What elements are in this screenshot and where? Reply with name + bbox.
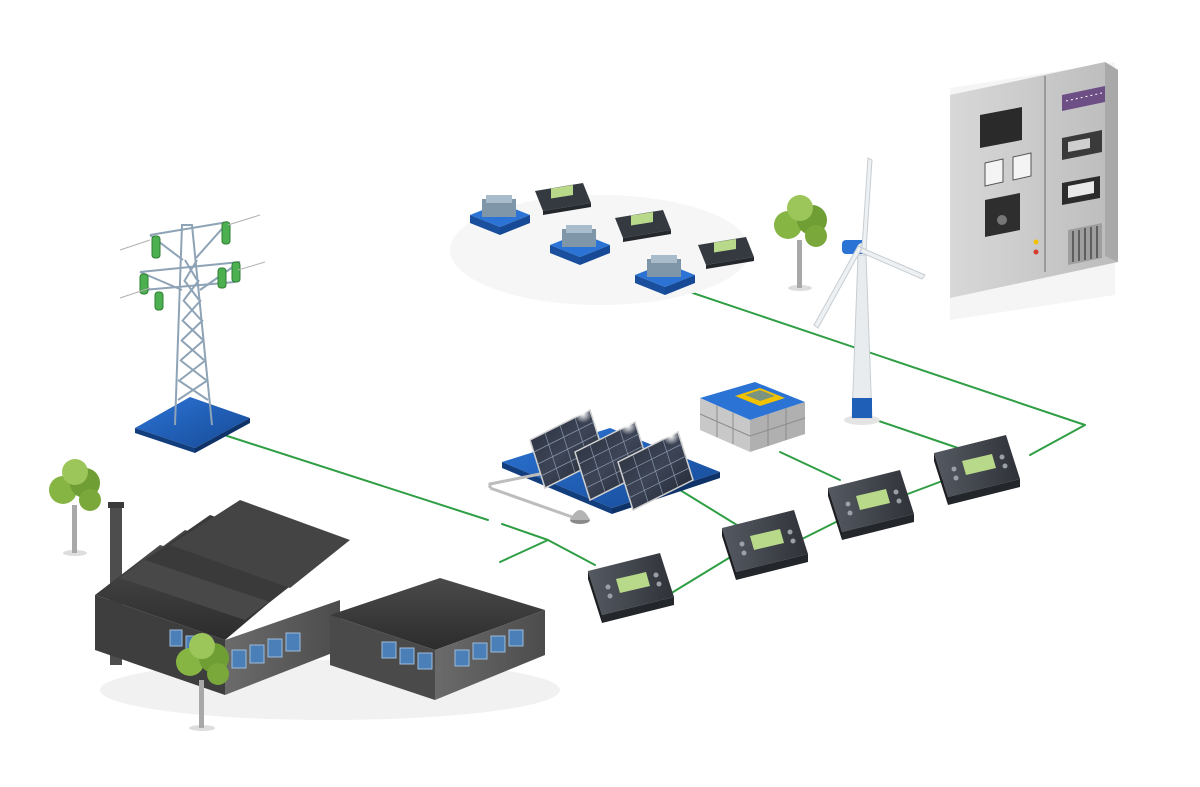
wire-controller-chain-1 [659, 549, 743, 601]
wire-factory-to-junction [499, 539, 549, 563]
wire-controller-chain-3 [904, 479, 946, 496]
lcd-screen [616, 572, 650, 593]
tree-icon [49, 459, 101, 556]
controller-icon [1062, 130, 1102, 160]
tower-platform [135, 397, 250, 448]
sensor-dome-icon [570, 510, 590, 524]
controller-icon [985, 193, 1020, 237]
wire-wind-to-controller [869, 417, 959, 449]
vent-grille-icon [1068, 223, 1102, 265]
controller-icon [828, 470, 914, 540]
controller-icon [588, 553, 674, 623]
gauge-icon [984, 152, 1032, 187]
wire-solar-to-controller [679, 489, 746, 531]
turbine-tower [851, 254, 873, 419]
generator-group [450, 183, 754, 305]
turbine-blade [861, 157, 873, 251]
factory-icon [95, 500, 560, 720]
wire-controller-chain-2 [799, 519, 841, 541]
controller-icon [722, 510, 808, 580]
wire-tower-to-junction [214, 431, 489, 521]
controller-icon [535, 183, 591, 215]
display-screen-icon [980, 107, 1022, 148]
generator-icon [635, 255, 695, 295]
tree-icon [774, 195, 827, 291]
wire-gensets-to-controller [671, 285, 1086, 456]
turbine-blade [813, 245, 863, 329]
lcd-screen [856, 489, 890, 510]
battery-icon [699, 382, 806, 452]
turbine-blade [859, 247, 926, 280]
wire-battery-to-controller [779, 451, 841, 481]
control-cabinet-icon [950, 62, 1118, 320]
controller-modules [588, 435, 1020, 623]
controller-icon [698, 237, 754, 269]
indicator-lights [1033, 239, 1039, 255]
transmission-tower-icon [119, 214, 266, 453]
lcd-screen [750, 529, 784, 550]
wire-junction-to-controller-1 [501, 523, 596, 566]
bus-bar-icon [1062, 86, 1105, 111]
tree-icon [176, 633, 229, 731]
solar-panel [617, 427, 694, 512]
controller-icon [615, 210, 671, 242]
wind-turbine-icon [813, 157, 926, 425]
generator-icon [470, 195, 530, 235]
solar-panel-icon [488, 405, 720, 524]
lcd-screen [962, 454, 996, 475]
controller-icon [934, 435, 1020, 505]
generator-icon [550, 225, 610, 265]
controller-icon [1062, 176, 1100, 205]
